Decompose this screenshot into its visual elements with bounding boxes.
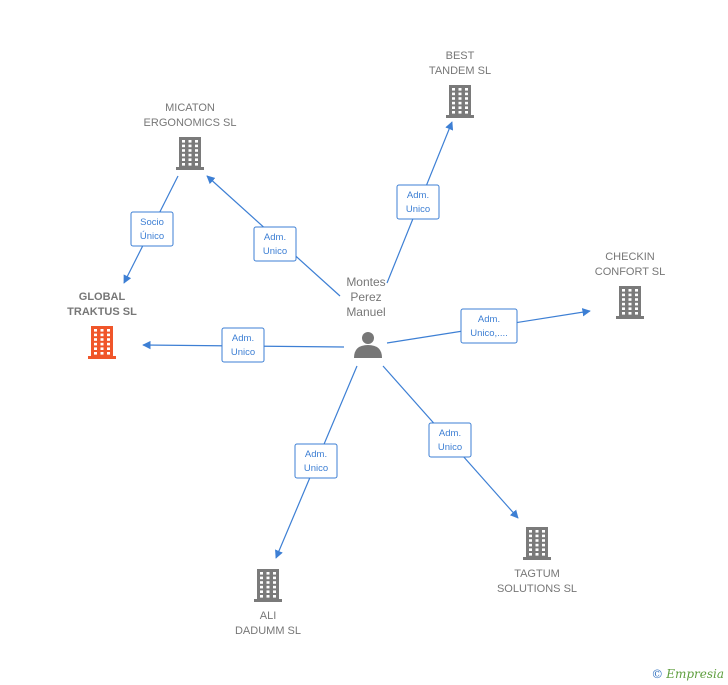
company-node-micaton[interactable]: MICATON ERGONOMICS SL	[144, 102, 237, 170]
edge-label-box[interactable]: Adm. Unico	[253, 226, 297, 262]
edge-label-box[interactable]: Adm. Unico	[221, 327, 265, 363]
company-label: CONFORT SL	[595, 266, 666, 278]
company-label: BEST	[446, 50, 475, 62]
nodes-layer: MICATON ERGONOMICS SL BEST TANDEM SL CHECKIN…	[67, 50, 665, 637]
edges-layer: Adm.UnicoAdm.UnicoAdm.Unico,....Adm.Unic…	[123, 121, 591, 559]
building-icon[interactable]	[254, 569, 282, 602]
company-node-best-tandem[interactable]: BEST TANDEM SL	[429, 50, 491, 118]
building-icon[interactable]	[616, 286, 644, 319]
edge-label-box[interactable]: Adm. Unico,....	[460, 308, 518, 344]
company-label: TANDEM SL	[429, 65, 491, 77]
edge-label-text: Adm.	[232, 333, 254, 344]
edge-person-to-best-tandem: Adm. Unico	[386, 121, 454, 284]
company-label: SOLUTIONS SL	[497, 583, 577, 595]
edge-label-box[interactable]: Adm. Unico	[428, 422, 472, 458]
company-label: ALI	[260, 610, 277, 622]
edge-label-box[interactable]: Adm. Unico	[396, 184, 440, 220]
edge-label-text: Adm.	[305, 449, 327, 460]
edge-label-text: Adm.	[407, 190, 429, 201]
edge-label-text: Unico,....	[470, 328, 508, 339]
building-icon[interactable]	[176, 137, 204, 170]
edge-label-text: Unico	[231, 347, 255, 358]
person-label: Perez	[350, 290, 381, 304]
building-icon[interactable]	[523, 527, 551, 560]
edge-label-text: Unico	[438, 442, 462, 453]
edge-label-box[interactable]: Adm. Unico	[294, 443, 338, 479]
edge-label-text: Unico	[304, 463, 328, 474]
edge-label-text: Adm.	[478, 314, 500, 325]
edge-person-to-global-traktus: Adm. Unico	[142, 327, 345, 363]
edge-label-text: Único	[140, 231, 164, 242]
edge-label-text: Adm.	[439, 428, 461, 439]
edge-label-text: Unico	[263, 246, 287, 257]
edge-label-text: Adm.	[264, 232, 286, 243]
company-label: CHECKIN	[605, 251, 655, 263]
person-label: Montes	[346, 275, 385, 289]
company-node-checkin-confort[interactable]: CHECKIN CONFORT SL	[595, 251, 666, 319]
edge-person-to-tagtum: Adm. Unico	[382, 365, 519, 519]
company-label: TRAKTUS SL	[67, 306, 137, 318]
brand-logo: Empresia	[666, 667, 724, 681]
edge-person-to-checkin-confort: Adm. Unico,....	[386, 308, 591, 344]
person-label: Manuel	[346, 305, 385, 319]
company-label: TAGTUM	[514, 568, 560, 580]
company-label: GLOBAL	[79, 291, 126, 303]
edge-label-text: Unico	[406, 204, 430, 215]
company-label: ERGONOMICS SL	[144, 117, 237, 129]
company-label: MICATON	[165, 102, 215, 114]
company-label: DADUMM SL	[235, 625, 301, 637]
edge-person-to-micaton: Adm. Unico	[206, 175, 341, 297]
company-node-global-traktus[interactable]: GLOBAL TRAKTUS SL	[67, 291, 137, 359]
company-node-tagtum[interactable]: TAGTUM SOLUTIONS SL	[497, 527, 577, 595]
edge-label-text: Socio	[140, 217, 164, 228]
building-icon[interactable]	[88, 326, 116, 359]
copyright-icon: ©	[651, 667, 664, 681]
person-icon[interactable]	[354, 332, 382, 358]
brand-footer: ©Empresia	[651, 667, 724, 681]
building-icon[interactable]	[446, 85, 474, 118]
edge-person-to-ali-dadumm: Adm. Unico	[275, 365, 358, 559]
company-node-ali-dadumm[interactable]: ALI DADUMM SL	[235, 569, 301, 637]
